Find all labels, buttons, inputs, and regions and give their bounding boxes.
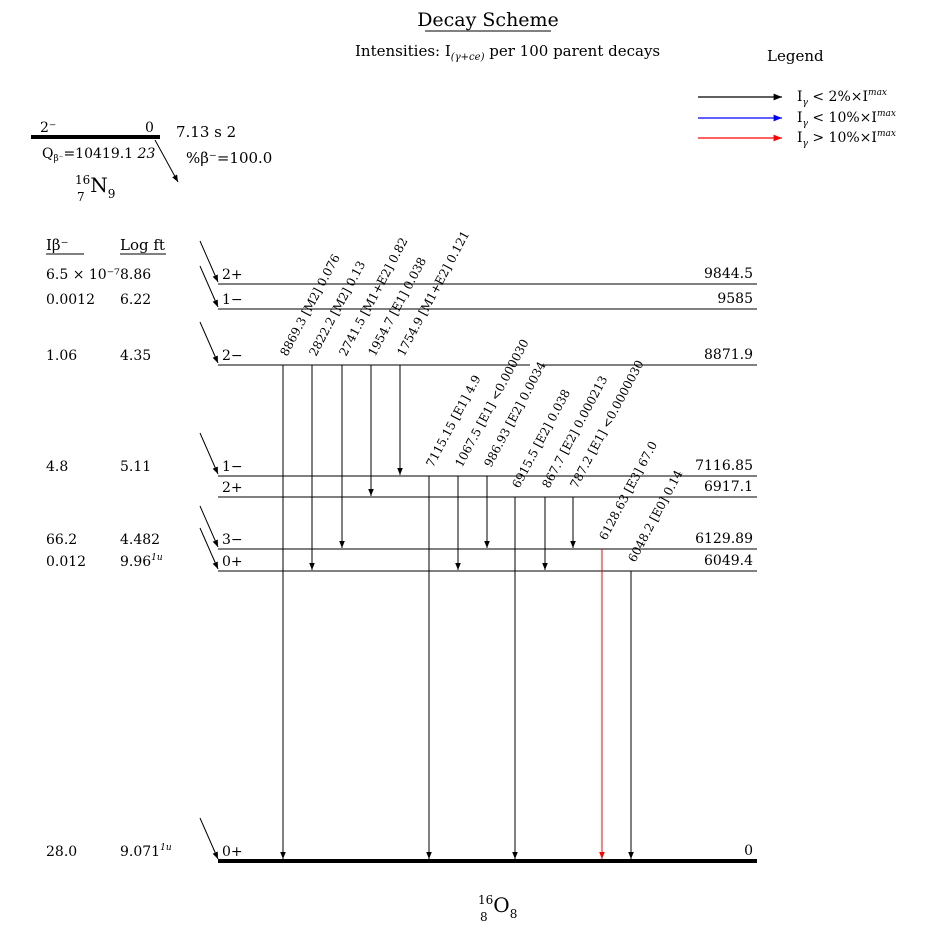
parent-spin: 2⁻ (40, 120, 56, 136)
legend-title: Legend (767, 47, 824, 65)
level-0-beta-feed-arrow (199, 817, 219, 860)
level-6049-4-logft: 9.961u (120, 553, 163, 570)
level-6129-89-logft: 4.482 (120, 532, 160, 548)
level-8871-9-beta-feed-arrow (199, 321, 219, 364)
level-0-energy: 0 (744, 843, 753, 859)
legend-label-2: Iγ < 10%×Imax (797, 109, 896, 129)
level-0-logft: 9.0711u (120, 843, 172, 860)
level-6917-1-energy: 6917.1 (704, 479, 753, 495)
column-header-logft: Log ft (120, 236, 165, 254)
level-0-beta-intensity: 28.0 (46, 844, 77, 860)
level-7116-85-logft: 5.11 (120, 459, 151, 475)
level-6049-4-beta-intensity: 0.012 (46, 554, 86, 570)
level-9585-spin: 1− (222, 292, 243, 308)
parent-q-value: Qβ⁻=10419.1 23 (42, 146, 155, 164)
level-9585-beta-feed-arrow (199, 265, 219, 308)
parent-branching: %β⁻=100.0 (186, 149, 272, 167)
parent-nuclide-label: 16N9 (75, 173, 115, 201)
level-7116-85-energy: 7116.85 (695, 458, 753, 474)
parent-halflife: 7.13 s 2 (176, 123, 236, 141)
level-9844-5-energy: 9844.5 (704, 266, 753, 282)
intensities-suffix: per 100 parent decays (484, 42, 660, 60)
level-8871-9-beta-intensity: 1.06 (46, 348, 77, 364)
parent-beta-arrow (154, 139, 179, 183)
level-7116-85-spin: 1− (222, 459, 243, 475)
legend-label-3: Iγ > 10%×Imax (797, 129, 896, 149)
level-7116-85-beta-intensity: 4.8 (46, 459, 68, 475)
level-6049-4-beta-feed-arrow (199, 527, 219, 570)
level-9844-5-logft: 8.86 (120, 267, 151, 283)
level-6049-4-spin: 0+ (222, 554, 243, 570)
intensities-caption: Intensities: I(γ+ce) per 100 parent deca… (355, 42, 660, 63)
level-6129-89-energy: 6129.89 (695, 531, 753, 547)
column-header-ib: Iβ⁻ (46, 236, 69, 254)
level-8871-9-energy: 8871.9 (704, 347, 753, 363)
level-8871-9-spin: 2− (222, 348, 243, 364)
intensities-prefix: Intensities: I (355, 42, 451, 60)
level-6129-89-spin: 3− (222, 532, 243, 548)
level-9585-logft: 6.22 (120, 292, 151, 308)
level-9585-energy: 9585 (717, 291, 753, 307)
level-9844-5-beta-feed-arrow (199, 240, 219, 283)
level-9585-beta-intensity: 0.0012 (46, 292, 95, 308)
legend-label-1: Iγ < 2%×Imax (797, 88, 887, 108)
level-9844-5-spin: 2+ (222, 267, 243, 283)
level-7116-85-beta-feed-arrow (199, 432, 219, 475)
level-9844-5-beta-intensity: 6.5 × 10⁻⁷ (46, 267, 120, 283)
daughter-nuclide-label: 16O8 (478, 893, 517, 921)
diagram-title: Decay Scheme (417, 9, 559, 31)
parent-nuclide-z: 7 (77, 190, 85, 204)
daughter-nuclide-z: 8 (480, 910, 488, 924)
level-6129-89-beta-feed-arrow (199, 505, 219, 548)
level-6917-1-spin: 2+ (222, 480, 243, 496)
intensities-sub: (γ+ce) (451, 52, 485, 63)
level-6129-89-beta-intensity: 66.2 (46, 532, 77, 548)
level-8871-9-logft: 4.35 (120, 348, 151, 364)
parent-energy: 0 (145, 120, 154, 136)
level-0-spin: 0+ (222, 844, 243, 860)
level-6049-4-energy: 6049.4 (704, 553, 753, 569)
